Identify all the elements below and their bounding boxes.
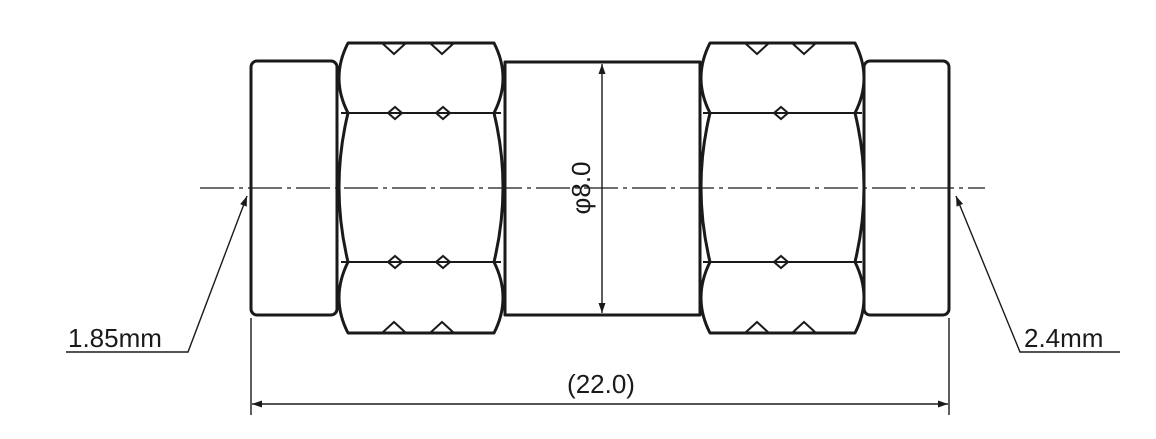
length-dimension-label: (22.0) [567,369,635,399]
left-leader-line [66,195,248,353]
right-leader-line [955,195,1120,353]
diameter-dimension-label: φ8.0 [566,161,596,214]
left-port-label: 1.85mm [68,323,162,353]
right-port-label: 2.4mm [1024,323,1103,353]
